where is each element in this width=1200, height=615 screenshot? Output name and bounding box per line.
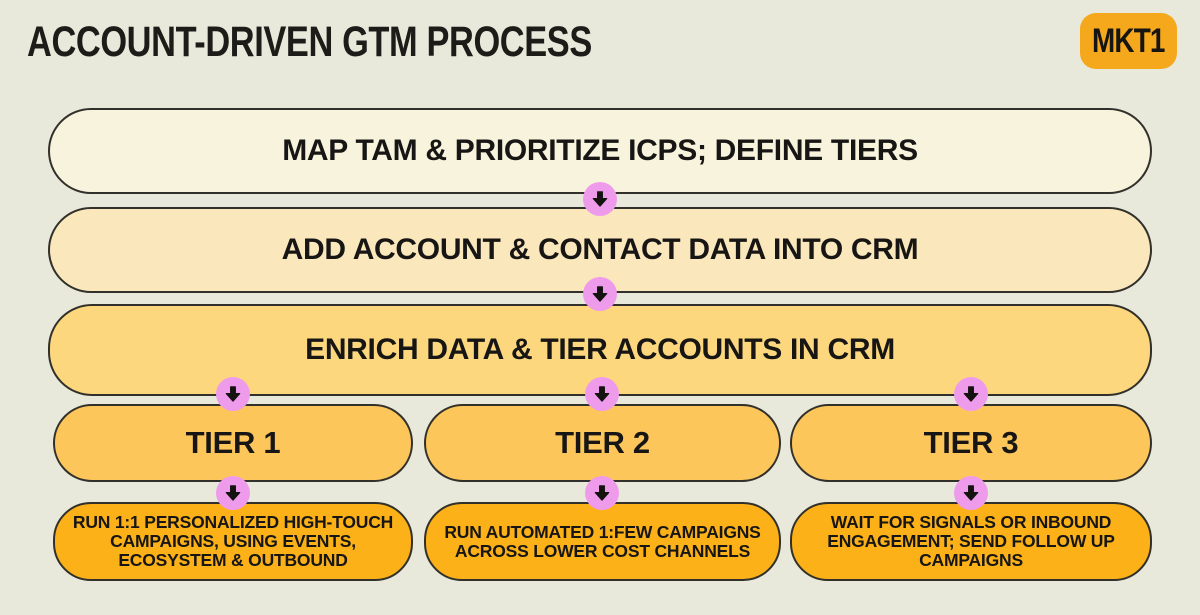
arrow-down-icon [594,386,610,402]
mkt1-logo: MKT1 [1080,13,1177,69]
tier-label: TIER 3 [923,425,1019,460]
flow-connector [585,377,619,411]
flow-connector [585,476,619,510]
tier-2-detail-box: RUN AUTOMATED 1:FEW CAMPAIGNS ACROSS LOW… [424,502,781,581]
flow-connector [954,377,988,411]
detail-line: ACROSS LOWER COST CHANNELS [454,540,751,561]
arrow-down-icon [594,485,610,501]
detail-line: WAIT FOR SIGNALS OR INBOUND [830,512,1112,532]
detail-line: RUN AUTOMATED 1:FEW CAMPAIGNS [444,521,761,542]
arrow-down-icon [592,286,608,302]
flow-connector [216,377,250,411]
arrow-down-icon [963,386,979,402]
arrow-down-icon [592,191,608,207]
flow-connector [216,476,250,510]
tier-1-detail-box: RUN 1:1 PERSONALIZED HIGH-TOUCH CAMPAIGN… [53,502,413,581]
detail-line: RUN 1:1 PERSONALIZED HIGH-TOUCH [72,512,394,532]
step-label: MAP TAM & PRIORITIZE ICPS; DEFINE TIERS [282,134,918,167]
step-label: ENRICH DATA & TIER ACCOUNTS IN CRM [305,333,895,366]
tier-label: TIER 1 [185,425,281,460]
arrow-down-icon [225,386,241,402]
detail-line: ENGAGEMENT; SEND FOLLOW UP [827,531,1115,551]
detail-line: CAMPAIGNS [919,550,1023,570]
arrow-down-icon [225,485,241,501]
flow-connector [583,182,617,216]
mkt1-logo-text: MKT1 [1092,21,1165,60]
page-title: ACCOUNT-DRIVEN GTM PROCESS [27,18,592,66]
flow-connector [583,277,617,311]
tier-3-box: TIER 3 [790,404,1152,482]
tier-1-box: TIER 1 [53,404,413,482]
detail-line: CAMPAIGNS, USING EVENTS, [110,531,356,551]
arrow-down-icon [963,485,979,501]
tier-2-box: TIER 2 [424,404,781,482]
flow-connector [954,476,988,510]
tier-label: TIER 2 [555,425,650,460]
tier-3-detail-box: WAIT FOR SIGNALS OR INBOUND ENGAGEMENT; … [790,502,1152,581]
detail-line: ECOSYSTEM & OUTBOUND [118,550,348,570]
step-label: ADD ACCOUNT & CONTACT DATA INTO CRM [281,233,919,266]
step-map-tam: MAP TAM & PRIORITIZE ICPS; DEFINE TIERS [48,108,1152,194]
